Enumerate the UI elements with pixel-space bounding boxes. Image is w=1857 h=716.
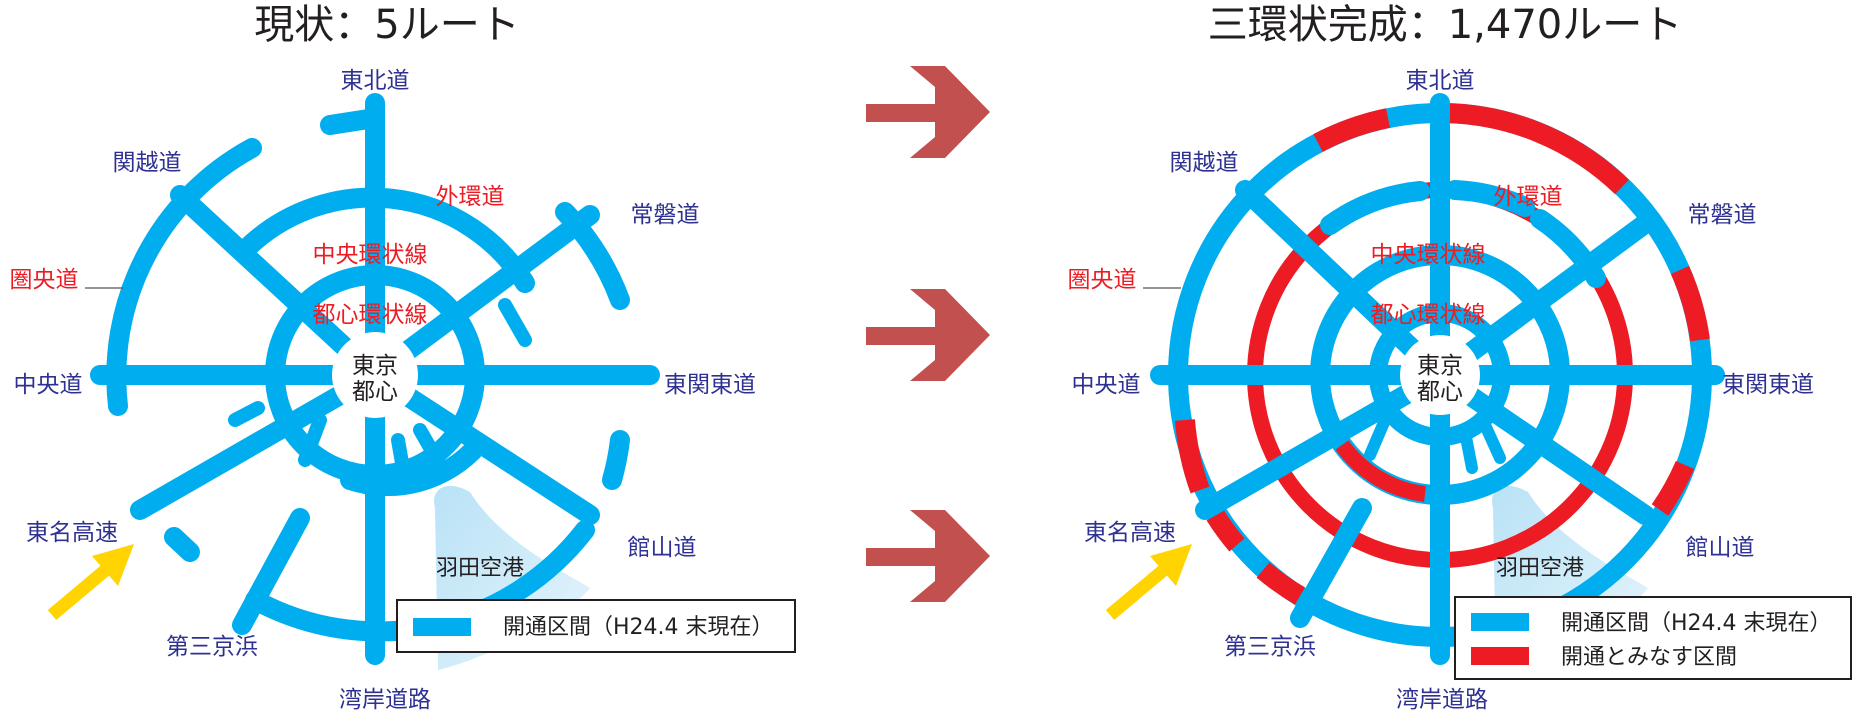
arrow-top [866, 66, 990, 158]
right-label-gaikan: 外環道 [1494, 184, 1563, 210]
right-label-tateyama: 館山道 [1686, 535, 1755, 561]
left-label-higashikanto: 東関東道 [664, 372, 756, 398]
right-label-chuo: 中央道 [1072, 372, 1141, 398]
left-ring-ken-o-west [106, 138, 262, 416]
right-road-kanetsu [1235, 180, 1450, 385]
right-label-joban: 常磐道 [1688, 202, 1757, 228]
arrow-bottom [866, 510, 990, 602]
right-road-tateyama [1430, 365, 1655, 525]
right-label-wangan: 湾岸道路 [1396, 687, 1488, 713]
right-label-tohoku: 東北道 [1406, 68, 1475, 94]
left-label-daisan: 第三京浜 [166, 634, 258, 660]
right-legend-swatch-open [1471, 613, 1529, 631]
left-label-airport: 羽田空港 [436, 556, 524, 581]
left-ring-c2-south [340, 435, 488, 497]
left-label-tohoku: 東北道 [341, 68, 410, 94]
right-ticks [1364, 414, 1506, 474]
left-diagram: 現状：5ルート [10, 2, 796, 713]
left-center-line2: 都心 [352, 379, 398, 405]
arrow-middle [866, 289, 990, 381]
right-legend-label-open: 開通区間（H24.4 末現在） [1561, 611, 1832, 636]
right-road-tomei [1195, 365, 1450, 520]
transition-arrows [866, 66, 990, 602]
left-road-joban [365, 205, 600, 385]
left-title: 現状：5ルート [254, 2, 519, 48]
right-center-line1: 東京 [1417, 353, 1463, 379]
left-label-c2: 中央環状線 [313, 242, 428, 268]
right-yellow-arrow [1105, 544, 1192, 620]
left-legend-label-open: 開通区間（H24.4 末現在） [503, 615, 774, 640]
right-label-airport: 羽田空港 [1496, 556, 1584, 581]
right-label-tomei: 東名高速 [1084, 520, 1176, 546]
left-label-c1: 都心環状線 [313, 302, 428, 328]
right-legend: 開通区間（H24.4 末現在） 開通とみなす区間 [1454, 596, 1852, 680]
right-center-line2: 都心 [1417, 379, 1463, 405]
right-label-higashikanto: 東関東道 [1722, 372, 1814, 398]
left-label-ken-o: 圏央道 [10, 267, 79, 293]
left-road-tohoku-stub [320, 108, 385, 135]
left-ring-ken-o-ne [555, 202, 630, 310]
left-legend: 開通区間（H24.4 末現在） [396, 599, 796, 653]
left-label-kanetsu: 関越道 [113, 150, 182, 176]
right-legend-label-assumed: 開通とみなす区間 [1561, 645, 1737, 670]
left-legend-swatch-open [413, 618, 471, 636]
right-title: 三環状完成：1,470ルート [1208, 2, 1683, 48]
right-label-ken-o: 圏央道 [1068, 267, 1137, 293]
right-center-circle [1400, 335, 1480, 415]
right-legend-swatch-assumed [1471, 647, 1529, 665]
left-road-tomei [130, 365, 385, 520]
left-yellow-arrow [47, 544, 134, 620]
left-label-joban: 常磐道 [631, 202, 700, 228]
left-label-chuo: 中央道 [14, 372, 83, 398]
right-label-c1: 都心環状線 [1371, 302, 1486, 328]
right-label-kanetsu: 関越道 [1170, 150, 1239, 176]
left-road-tomei-frag [164, 527, 200, 562]
left-ring-c1 [265, 265, 485, 485]
right-diagram: 三環状完成：1,470ルート [1068, 2, 1852, 713]
left-ring-c2 [233, 187, 535, 293]
right-legend-box [1454, 596, 1852, 680]
right-radial-roads [1150, 93, 1725, 665]
left-ring-ken-o-e [602, 430, 630, 490]
left-road-kanetsu [170, 185, 385, 385]
left-center-circle [332, 332, 418, 418]
left-rings [106, 138, 630, 642]
left-ticks [228, 298, 532, 487]
left-label-tateyama: 館山道 [628, 535, 697, 561]
left-label-tomei: 東名高速 [26, 520, 118, 546]
right-label-daisan: 第三京浜 [1224, 634, 1316, 660]
right-road-joban [1430, 210, 1660, 385]
left-label-wangan: 湾岸道路 [339, 687, 431, 713]
left-label-gaikan: 外環道 [436, 184, 505, 210]
right-label-c2: 中央環状線 [1371, 242, 1486, 268]
left-center-line1: 東京 [352, 353, 398, 379]
right-road-daisan [1290, 498, 1372, 628]
